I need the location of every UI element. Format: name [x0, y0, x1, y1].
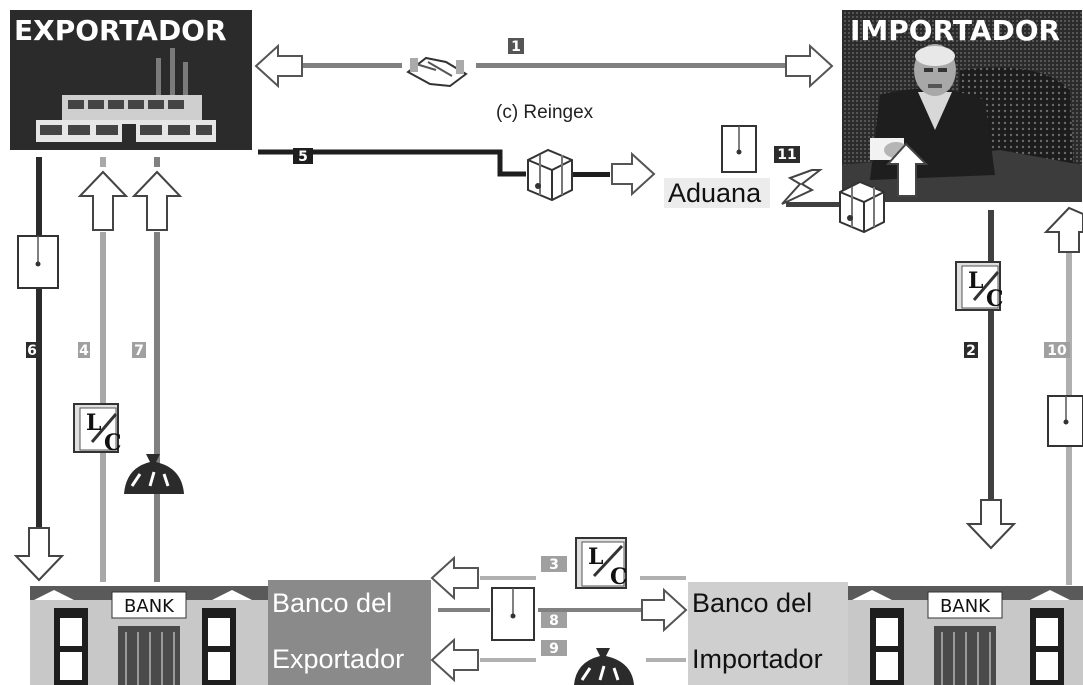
step-3-label: 3 [549, 557, 559, 573]
letter-of-credit-icon: L C [576, 538, 628, 590]
handshake-icon [408, 58, 466, 86]
step-4-label: 4 [79, 343, 89, 359]
document-icon [1048, 396, 1083, 446]
step-6-label: 6 [27, 343, 37, 359]
arrow-up-icon [134, 172, 180, 230]
document-icon [492, 588, 534, 640]
money-bag-icon [574, 648, 634, 685]
importer-title: IMPORTADOR [850, 14, 1060, 47]
step-9-label: 9 [549, 641, 559, 657]
step-7-label: 7 [134, 343, 144, 359]
exporter-bank-line1: Banco del [272, 588, 392, 618]
step-2-label: 2 [966, 343, 976, 359]
svg-text:C: C [104, 430, 122, 456]
exporter-bank-sign: BANK [124, 596, 175, 617]
importer-bank-sign: BANK [940, 596, 991, 617]
step-8-label: 8 [549, 613, 559, 629]
step-10-label: 10 [1047, 343, 1067, 359]
importer-bank-building: BANK [848, 586, 1083, 685]
arrow-right-icon [642, 590, 686, 630]
arrow-left-icon [432, 640, 478, 680]
letter-of-credit-icon: L C [74, 404, 122, 456]
importer-panel: IMPORTADOR [842, 10, 1082, 202]
importer-bank-line1: Banco del [692, 588, 812, 618]
exporter-title: EXPORTADOR [14, 14, 227, 47]
arrow-right-icon [786, 46, 832, 86]
arrow-up-icon [1046, 208, 1083, 252]
arrow-left-icon [432, 558, 478, 598]
importer-bank-flows: L C 2 10 [956, 208, 1083, 585]
shipment-flow: 5 [258, 148, 654, 200]
exporter-bank-flows: 6 4 L C 7 [16, 157, 184, 582]
money-bag-icon [124, 454, 184, 494]
contract-flow: 1 [256, 38, 832, 86]
lightning-arrow-icon [782, 170, 820, 204]
exporter-panel: EXPORTADOR [10, 10, 252, 150]
arrow-left-icon [256, 46, 302, 86]
exporter-bank-line2: Exportador [272, 644, 404, 674]
package-icon [840, 182, 884, 232]
document-icon [18, 236, 58, 288]
svg-text:C: C [986, 286, 1004, 312]
arrow-down-icon [968, 500, 1014, 548]
step-5-label: 5 [298, 149, 308, 165]
arrow-up-icon [80, 172, 126, 230]
letter-of-credit-icon: L C [956, 262, 1004, 312]
customs-label: Aduana [668, 178, 762, 208]
exporter-bank-building: BANK [30, 586, 268, 685]
importer-bank-line2: Importador [692, 644, 823, 674]
step-11-label: 11 [777, 147, 796, 163]
svg-text:L: L [588, 544, 603, 570]
importer-bank-box: Banco del Importador [688, 582, 848, 685]
interbank-flows: 3 L C 8 9 [432, 538, 686, 685]
copyright-text: (c) Reingex [496, 102, 594, 123]
step-1-label: 1 [511, 39, 521, 55]
arrow-down-icon [16, 528, 62, 580]
package-icon [528, 150, 572, 200]
svg-text:C: C [610, 564, 628, 590]
exporter-bank-box: Banco del Exportador [268, 580, 431, 685]
document-icon [722, 126, 756, 172]
arrow-right-icon [612, 154, 654, 194]
